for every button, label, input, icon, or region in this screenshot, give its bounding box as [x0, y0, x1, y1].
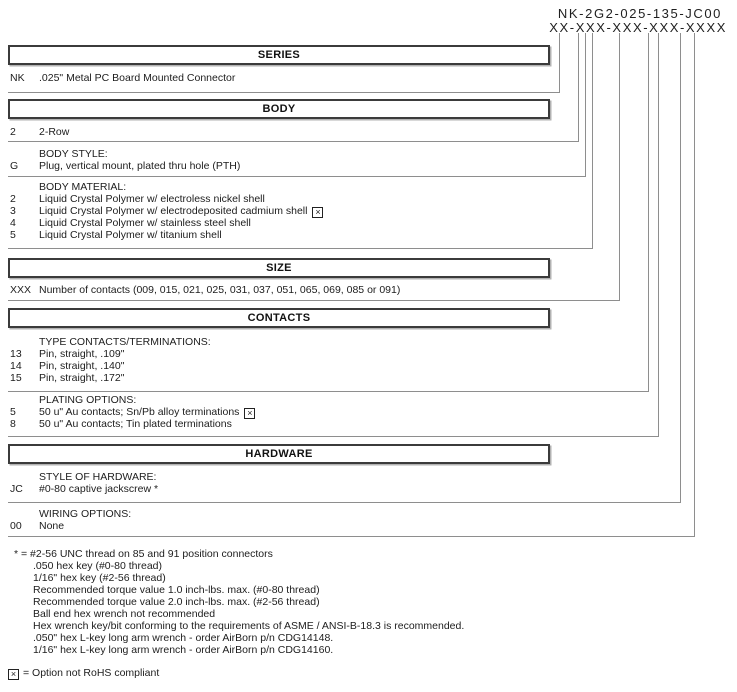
- contact-type-option: 15 Pin, straight, .172": [10, 372, 124, 384]
- part-number-example: NK-2G2-025-135-JC00: [557, 6, 722, 21]
- connector-vline-hardware-style: [680, 33, 681, 502]
- option-desc: Liquid Crystal Polymer w/ electrodeposit…: [39, 205, 308, 217]
- body-material-option: 4 Liquid Crystal Polymer w/ stainless ste…: [10, 217, 251, 229]
- footnote-line: Hex wrench key/bit conforming to the req…: [33, 620, 465, 632]
- option-desc: 50 u" Au contacts; Tin plated terminatio…: [39, 418, 232, 430]
- option-desc: Liquid Crystal Polymer w/ titanium shell: [39, 229, 222, 241]
- section-header-series: SERIES: [8, 45, 550, 65]
- contact-type-heading: TYPE CONTACTS/TERMINATIONS:: [39, 336, 211, 348]
- section-header-hardware: HARDWARE: [8, 444, 550, 464]
- part-number-mask: XX-XXX-XXX-XXX-XXXX: [549, 20, 727, 35]
- option-code: 5: [10, 406, 16, 418]
- body-style-desc: Plug, vertical mount, plated thru hole (…: [39, 160, 241, 172]
- contact-type-option: 13 Pin, straight, .109": [10, 348, 124, 360]
- series-code: NK: [10, 72, 25, 84]
- option-desc: Pin, straight, .172": [39, 372, 125, 384]
- wiring-option: 00 None: [10, 520, 64, 532]
- plating-option: 8 50 u" Au contacts; Tin plated terminati…: [10, 418, 232, 430]
- section-title-size: SIZE: [266, 262, 292, 274]
- footnote-line: Recommended torque value 2.0 inch-lbs. m…: [33, 596, 320, 608]
- footnote-line: 1/16" hex L-key long arm wrench - order …: [33, 644, 334, 656]
- body-material-option: 3 Liquid Crystal Polymer w/ electrodeposi…: [10, 205, 324, 218]
- section-header-contacts: CONTACTS: [8, 308, 550, 328]
- option-code: JC: [10, 483, 23, 495]
- body-style-option: G Plug, vertical mount, plated thru hole …: [10, 160, 240, 172]
- section-title-contacts: CONTACTS: [247, 312, 311, 324]
- not-rohs-icon: ×: [312, 207, 324, 218]
- body-row-desc: 2-Row: [39, 126, 70, 138]
- wiring-heading: WIRING OPTIONS:: [39, 508, 132, 520]
- option-desc: Pin, straight, .109": [39, 348, 125, 360]
- underline-contact-type: [8, 391, 649, 392]
- option-desc: 50 u" Au contacts; Sn/Pb alloy terminati…: [39, 406, 240, 418]
- option-desc: Liquid Crystal Polymer w/ electroless ni…: [39, 193, 265, 205]
- option-code: 00: [10, 520, 22, 532]
- option-code: 15: [10, 372, 22, 384]
- body-row-option: 2 2-Row: [10, 126, 69, 138]
- body-style-heading: BODY STYLE:: [39, 148, 108, 160]
- section-title-body: BODY: [262, 103, 296, 115]
- connector-vline-plating: [658, 33, 659, 436]
- body-material-option: 5 Liquid Crystal Polymer w/ titanium shel…: [10, 229, 222, 241]
- footnote-line: Ball end hex wrench not recommended: [33, 608, 216, 620]
- not-rohs-icon: ×: [8, 669, 19, 680]
- connector-vline-contact-type: [648, 33, 649, 391]
- footnote-line: .050" hex L-key long arm wrench - order …: [33, 632, 334, 644]
- underline-hardware-style: [8, 502, 681, 503]
- footnote-intro: * = #2-56 UNC thread on 85 and 91 positi…: [14, 548, 273, 560]
- plating-heading: PLATING OPTIONS:: [39, 394, 137, 406]
- hardware-style-heading: STYLE OF HARDWARE:: [39, 471, 157, 483]
- underline-body-material: [8, 248, 593, 249]
- size-option-row: XXX Number of contacts (009, 015, 021, 02…: [10, 284, 400, 296]
- option-desc: None: [39, 520, 65, 532]
- underline-body-row: [8, 141, 579, 142]
- option-code: 3: [10, 205, 16, 217]
- underline-series: [8, 92, 560, 93]
- connector-vline-series: [559, 33, 560, 92]
- option-code: 5: [10, 229, 16, 241]
- series-desc: .025" Metal PC Board Mounted Connector: [39, 72, 236, 84]
- option-desc: Liquid Crystal Polymer w/ stainless stee…: [39, 217, 251, 229]
- size-code: XXX: [10, 284, 32, 296]
- option-code: 4: [10, 217, 16, 229]
- section-header-size: SIZE: [8, 258, 550, 278]
- hardware-style-option: JC #0-80 captive jackscrew *: [10, 483, 158, 495]
- series-option-row: NK .025" Metal PC Board Mounted Connector: [10, 72, 235, 84]
- body-style-code: G: [10, 160, 19, 172]
- section-header-body: BODY: [8, 99, 550, 119]
- underline-plating: [8, 436, 659, 437]
- underline-size: [8, 300, 620, 301]
- section-title-series: SERIES: [257, 49, 301, 61]
- size-desc: Number of contacts (009, 015, 021, 025, …: [39, 284, 401, 296]
- plating-option: 5 50 u" Au contacts; Sn/Pb alloy terminat…: [10, 406, 256, 419]
- body-material-option: 2 Liquid Crystal Polymer w/ electroless n…: [10, 193, 265, 205]
- body-row-code: 2: [10, 126, 16, 138]
- option-code: 14: [10, 360, 22, 372]
- connector-vline-body-row: [578, 33, 579, 141]
- option-desc: #0-80 captive jackscrew *: [39, 483, 159, 495]
- rohs-legend: × = Option not RoHS compliant: [8, 667, 159, 680]
- footnote-line: .050 hex key (#0-80 thread): [33, 560, 162, 572]
- underline-body-style: [8, 176, 586, 177]
- connector-vline-body-style: [585, 33, 586, 176]
- connector-vline-wiring: [694, 33, 695, 536]
- not-rohs-icon: ×: [244, 408, 256, 419]
- footnote-line: Recommended torque value 1.0 inch-lbs. m…: [33, 584, 320, 596]
- rohs-legend-text: = Option not RoHS compliant: [23, 667, 160, 679]
- connector-vline-body-material: [592, 33, 593, 248]
- option-code: 2: [10, 193, 16, 205]
- underline-wiring: [8, 536, 695, 537]
- contact-type-option: 14 Pin, straight, .140": [10, 360, 124, 372]
- connector-vline-size: [619, 33, 620, 300]
- option-code: 13: [10, 348, 22, 360]
- footnote-line: 1/16" hex key (#2-56 thread): [33, 572, 166, 584]
- section-title-hardware: HARDWARE: [245, 448, 313, 460]
- body-material-heading: BODY MATERIAL:: [39, 181, 127, 193]
- option-code: 8: [10, 418, 16, 430]
- option-desc: Pin, straight, .140": [39, 360, 125, 372]
